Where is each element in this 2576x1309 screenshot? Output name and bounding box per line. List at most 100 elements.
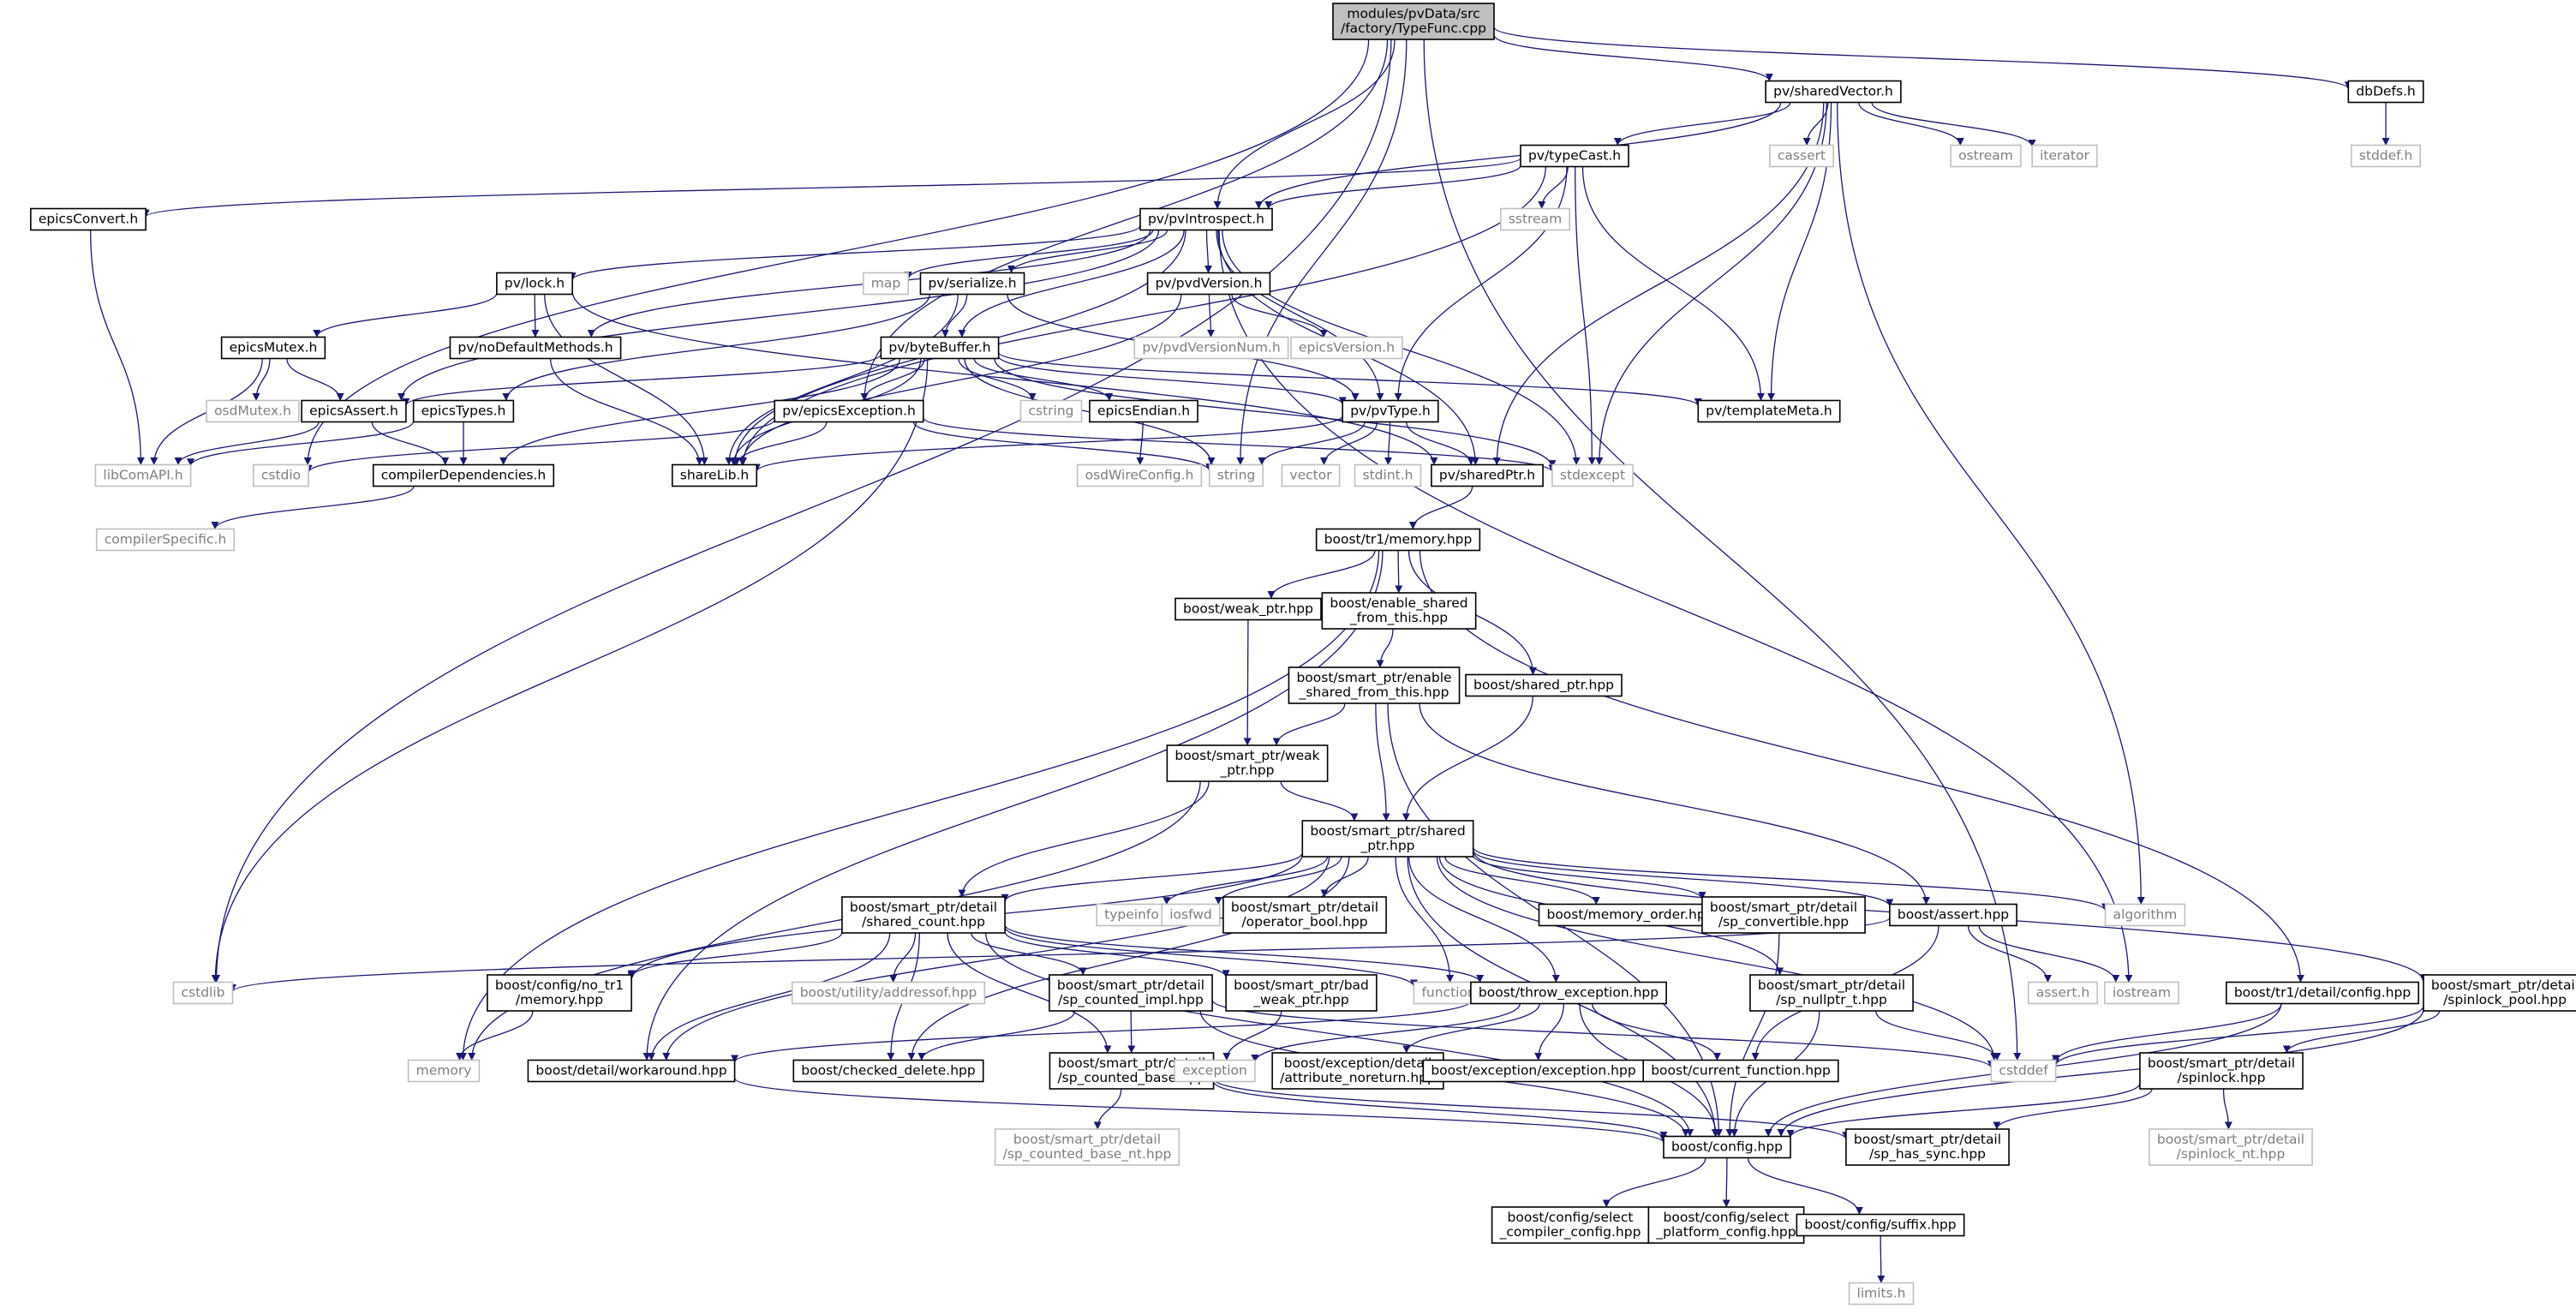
node-tr1memory[interactable]: boost/tr1/memory.hpp <box>1315 528 1481 552</box>
node-label: memory <box>416 1063 472 1079</box>
node-enable_shared[interactable]: boost/enable_shared_from_this.hpp <box>1321 592 1477 630</box>
node-box <box>1225 974 1378 1012</box>
node-label: /sp_counted_base_nt.hpp <box>1003 1146 1172 1163</box>
node-epicsMutex[interactable]: epicsMutex.h <box>220 336 326 360</box>
edge-pvType-to-shareLib <box>752 415 1343 472</box>
node-root[interactable]: modules/pvData/src/factory/TypeFunc.cpp <box>1332 3 1495 40</box>
node-box <box>527 1059 736 1083</box>
node-pvIntrospect[interactable]: pv/pvIntrospect.h <box>1139 207 1273 231</box>
edge-pvType-to-stdint <box>1384 421 1393 465</box>
node-box <box>1642 1059 1839 1083</box>
node-lock[interactable]: pv/lock.h <box>496 272 573 296</box>
node-checked_delete[interactable]: boost/checked_delete.hpp <box>792 1059 984 1083</box>
edge-spinlock_pool-to-spinlock <box>2282 1010 2441 1054</box>
node-pvdVersionNum: pv/pvdVersionNum.h <box>1133 336 1289 360</box>
edge-lock-to-sharedPtr <box>571 290 1438 465</box>
node-byteBuffer[interactable]: pv/byteBuffer.h <box>880 336 1000 360</box>
edge-sp_counted_impl-to-sp_counted_base <box>1127 1010 1136 1054</box>
node-epicsAssert[interactable]: epicsAssert.h <box>301 399 407 423</box>
node-algorithm: algorithm <box>2104 903 2186 927</box>
edge-epicsException-to-shareLib <box>732 421 828 465</box>
node-dbDefs[interactable]: dbDefs.h <box>2347 80 2424 104</box>
node-box <box>2149 1128 2313 1166</box>
node-label: /spinlock_nt.hpp <box>2177 1146 2286 1163</box>
node-sharedVector[interactable]: pv/sharedVector.h <box>1765 80 1902 104</box>
node-noDefaultMethods[interactable]: pv/noDefaultMethods.h <box>449 336 622 360</box>
edge-sharedVector-to-iterator <box>1871 102 2036 147</box>
node-box <box>671 463 758 487</box>
node-throw_exception[interactable]: boost/throw_exception.hpp <box>1470 981 1667 1005</box>
node-sp_counted_impl[interactable]: boost/smart_ptr/detail/sp_counted_impl.h… <box>1049 974 1213 1012</box>
node-libComAPI: libComAPI.h <box>94 463 192 487</box>
node-templateMeta[interactable]: pv/templateMeta.h <box>1697 399 1841 423</box>
node-shared_ptr_hpp[interactable]: boost/shared_ptr.hpp <box>1465 673 1623 697</box>
edge-sp_shared_ptr-to-memory_order <box>1444 856 1600 905</box>
node-weak_ptr[interactable]: boost/weak_ptr.hpp <box>1174 597 1322 621</box>
node-map: map <box>862 272 910 296</box>
edge-boost_config-to-select_platform <box>1722 1157 1730 1208</box>
node-sp_convertible[interactable]: boost/smart_ptr/detail/sp_convertible.hp… <box>1701 896 1866 934</box>
node-pvdVersion[interactable]: pv/pvdVersion.h <box>1146 272 1271 296</box>
edge-sp_weak_ptr-to-sp_shared_ptr <box>1280 780 1359 822</box>
edge-throw_exception-to-current_function <box>1591 1003 1721 1061</box>
node-exception_hpp[interactable]: boost/exception/exception.hpp <box>1422 1059 1645 1083</box>
node-shareLib[interactable]: shareLib.h <box>671 463 758 487</box>
node-suffix[interactable]: boost/config/suffix.hpp <box>1796 1213 1965 1237</box>
node-sp_shared_ptr[interactable]: boost/smart_ptr/shared_ptr.hpp <box>1301 820 1474 858</box>
node-compilerDependencies[interactable]: compilerDependencies.h <box>372 463 555 487</box>
node-label: boost/weak_ptr.hpp <box>1183 601 1313 618</box>
node-sp_weak_ptr[interactable]: boost/smart_ptr/weak_ptr.hpp <box>1166 744 1329 782</box>
node-label: boost/config/select <box>1664 1210 1790 1225</box>
node-spinlock[interactable]: boost/smart_ptr/detail/spinlock.hpp <box>2139 1052 2304 1090</box>
node-box <box>172 981 234 1005</box>
node-sp_has_sync[interactable]: boost/smart_ptr/detail/sp_has_sync.hpp <box>1845 1128 2010 1166</box>
edge-root-to-dbDefs <box>1493 27 2352 90</box>
node-no_tr1_memory[interactable]: boost/config/no_tr1/memory.hpp <box>487 974 632 1012</box>
edge-typeCast-to-templateMeta <box>1581 166 1766 401</box>
edge-enable_shared-to-sp_enable_shared <box>1376 628 1394 668</box>
node-sharedPtr[interactable]: pv/sharedPtr.h <box>1431 463 1544 487</box>
node-epicsException[interactable]: pv/epicsException.h <box>774 399 924 423</box>
node-box <box>1465 673 1623 697</box>
node-workaround[interactable]: boost/detail/workaround.hpp <box>527 1059 736 1083</box>
node-label: pv/serialize.h <box>928 276 1016 291</box>
node-select_compiler[interactable]: boost/config/select_compiler_config.hpp <box>1491 1206 1650 1244</box>
edge-workaround-to-boost_config <box>733 1077 1668 1144</box>
node-shared_count[interactable]: boost/smart_ptr/detail/shared_count.hpp <box>841 896 1006 934</box>
node-boost_assert[interactable]: boost/assert.hpp <box>1889 903 2017 927</box>
node-box <box>1520 144 1629 168</box>
node-sp_enable_shared[interactable]: boost/smart_ptr/enable_shared_from_this.… <box>1288 666 1461 704</box>
node-current_function[interactable]: boost/current_function.hpp <box>1642 1059 1839 1083</box>
node-attribute_noreturn[interactable]: boost/exception/detail/attribute_noretur… <box>1271 1052 1444 1090</box>
node-epicsEndian[interactable]: epicsEndian.h <box>1089 399 1198 423</box>
node-compilerSpecific: compilerSpecific.h <box>95 528 236 552</box>
node-select_platform[interactable]: boost/config/select_platform_config.hpp <box>1647 1206 1805 1244</box>
edge-epicsException-to-cstdio <box>304 419 775 473</box>
node-boost_config[interactable]: boost/config.hpp <box>1663 1135 1791 1159</box>
node-spinlock_pool[interactable]: boost/smart_ptr/detail/spinlock_pool.hpp <box>2423 974 2576 1012</box>
node-serialize[interactable]: pv/serialize.h <box>919 272 1025 296</box>
node-label: boost/utility/addressof.hpp <box>800 985 977 1001</box>
node-typeCast[interactable]: pv/typeCast.h <box>1520 144 1629 168</box>
node-bad_weak_ptr[interactable]: boost/smart_ptr/bad_weak_ptr.hpp <box>1225 974 1378 1012</box>
node-tr1_detail_config[interactable]: boost/tr1/detail/config.hpp <box>2226 981 2419 1005</box>
edge-weak_ptr-to-sp_weak_ptr <box>1243 619 1252 746</box>
edge-spinlock-to-sp_has_sync <box>1993 1088 2153 1130</box>
node-epicsConvert[interactable]: epicsConvert.h <box>30 207 146 231</box>
node-epicsTypes[interactable]: epicsTypes.h <box>412 399 515 423</box>
node-label: boost/smart_ptr/detail <box>1854 1132 2001 1148</box>
node-box <box>253 463 309 487</box>
node-box <box>1765 80 1902 104</box>
node-sp_nullptr_t[interactable]: boost/smart_ptr/detail/sp_nullptr_t.hpp <box>1749 974 1914 1012</box>
node-label: pv/typeCast.h <box>1528 148 1621 164</box>
node-cstddef: cstddef <box>1990 1059 2057 1083</box>
node-label: /sp_counted_base.hpp <box>1057 1070 1205 1086</box>
edge-tr1memory-to-enable_shared <box>1395 550 1403 594</box>
node-operator_bool[interactable]: boost/smart_ptr/detail/operator_bool.hpp <box>1222 896 1387 934</box>
node-box <box>496 272 573 296</box>
node-pvType[interactable]: pv/pvType.h <box>1342 399 1439 423</box>
edge-sharedVector-to-ostream <box>1858 102 1964 146</box>
node-osdWireConfig: osdWireConfig.h <box>1076 463 1203 487</box>
node-memory_order[interactable]: boost/memory_order.hpp <box>1538 903 1723 927</box>
